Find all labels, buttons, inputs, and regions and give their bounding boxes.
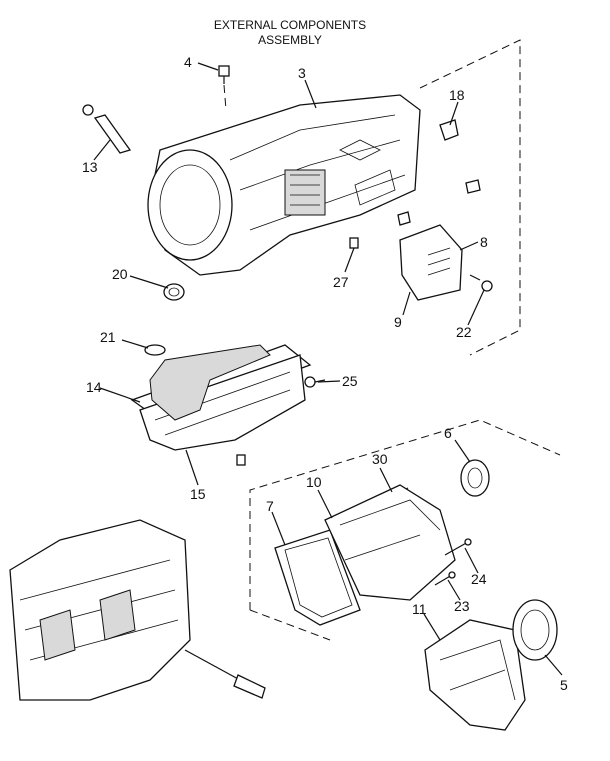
part-18-bracket — [439, 119, 459, 141]
callout-3: 3 — [298, 65, 306, 81]
callout-21: 21 — [100, 329, 116, 345]
case-plug-right — [465, 179, 481, 194]
part-4-bolt — [218, 65, 230, 111]
part-22-bolt — [469, 274, 493, 292]
diagram-title-line1: EXTERNAL COMPONENTS — [214, 18, 366, 32]
part-23-bolt — [434, 571, 456, 586]
callout-9: 9 — [394, 314, 402, 330]
leader-lines — [93, 62, 563, 676]
callout-8: 8 — [480, 234, 488, 250]
diagram-title-line2: ASSEMBLY — [258, 33, 322, 47]
part-21-oring — [144, 344, 166, 356]
part-9-cover-gasket — [399, 224, 463, 301]
callout-7: 7 — [266, 498, 274, 514]
callout-18: 18 — [449, 87, 465, 103]
part-24-bolt — [444, 538, 472, 556]
part-5-damper — [512, 599, 558, 661]
callout-10: 10 — [306, 474, 322, 490]
pan-drain-bolt — [236, 454, 246, 466]
part-15-oil-pan — [139, 344, 306, 451]
callout-30: 30 — [372, 451, 388, 467]
case-plug-lower — [397, 211, 411, 226]
callout-13: 13 — [82, 159, 98, 175]
part-10-extension-housing — [324, 484, 456, 601]
callout-4: 4 — [184, 54, 192, 70]
part-25-bolt — [304, 376, 326, 388]
callout-23: 23 — [454, 598, 470, 614]
vehicle-underbody-view — [9, 519, 266, 701]
part-7-gasket — [274, 529, 361, 626]
part-20-seal — [163, 283, 185, 301]
callout-22: 22 — [456, 324, 472, 340]
callout-14: 14 — [86, 379, 102, 395]
callout-6: 6 — [444, 425, 452, 441]
part-6-seal — [460, 459, 490, 497]
transmission-case — [147, 94, 421, 276]
callout-25: 25 — [342, 373, 358, 389]
assembly-boundary-lower — [249, 419, 561, 641]
callout-11: 11 — [412, 601, 427, 617]
callout-24: 24 — [471, 571, 487, 587]
assembly-boundary-upper — [419, 39, 521, 356]
part-27-plug — [349, 237, 359, 249]
callout-5: 5 — [560, 677, 568, 693]
callout-15: 15 — [190, 486, 206, 502]
callout-20: 20 — [112, 266, 128, 282]
part-13-vent-tube — [82, 104, 132, 154]
callout-27: 27 — [333, 274, 349, 290]
part-11-rear-housing — [424, 619, 526, 731]
